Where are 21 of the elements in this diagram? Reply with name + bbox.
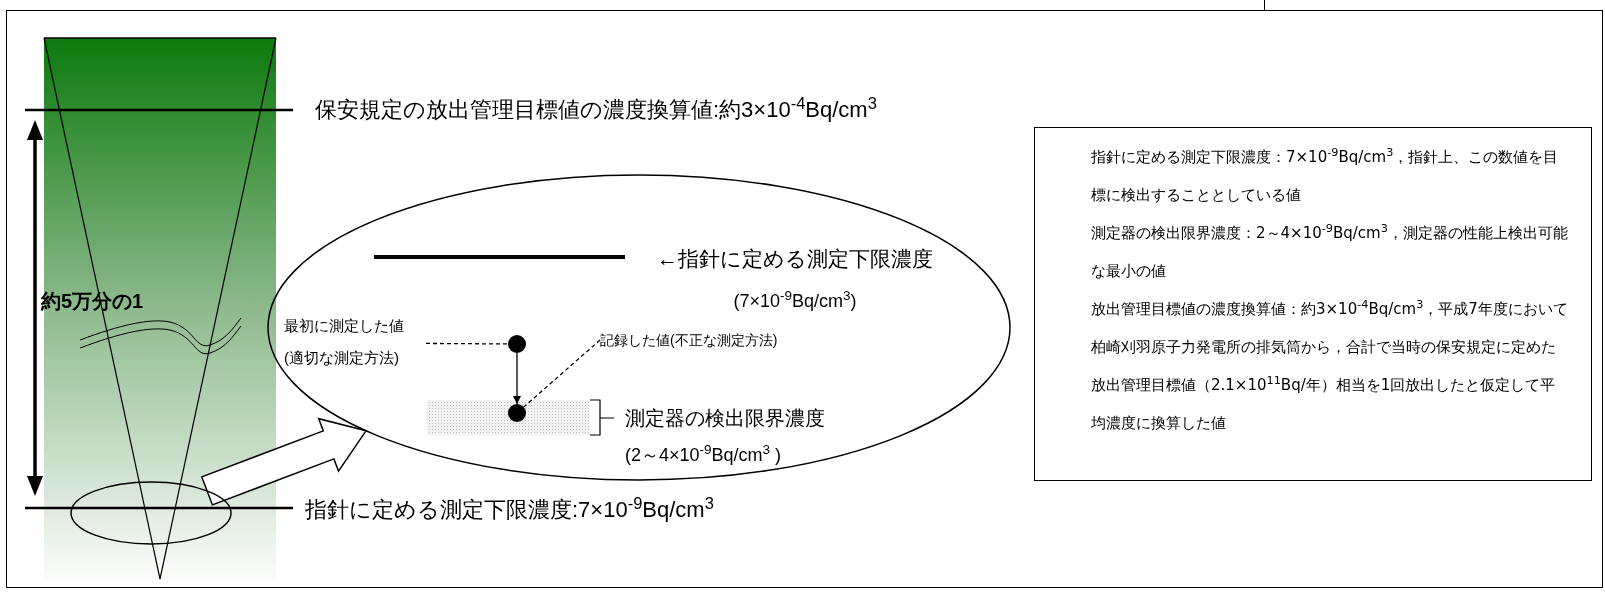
measurement-dot xyxy=(508,335,526,353)
dashed-leader-line xyxy=(425,342,509,345)
value-caption: (7×10$^{-9}$Bq/cm$^{3}$) xyxy=(732,288,858,313)
note-paragraph: 放出管理目標値の濃度換算値：約3×10$^{-4}$Bq/cm$^{3}$，平成7年度において柏崎刈羽原子力発電所の排気筒から，合計で当時の保安規定に定めた放出管理目標値（2.1×10$^{11}$Bq/年）相当を1回放出したと仮定して平均濃度に換算した値 xyxy=(1091,297,1569,434)
magnified-ellipse xyxy=(268,175,1010,480)
annotation-text: 最初に測定した値 xyxy=(284,316,405,336)
annotation-text: 記録した値(不正な測定方法) xyxy=(600,328,840,352)
measurement-dot xyxy=(508,404,526,422)
magnified-ellipse xyxy=(71,482,231,544)
note-box xyxy=(1034,127,1592,481)
value-caption: (2～4×10$^{-9}$Bq/cm$^{3}$ ) xyxy=(625,442,783,467)
note-paragraph: 測定器の検出限界濃度：2～4×10$^{-9}$Bq/cm$^{3}$，測定器の性能上検出可能な最小の値 xyxy=(1091,221,1569,282)
dashed-leader-line xyxy=(523,339,601,408)
annotation-text: (適切な測定方法) xyxy=(284,348,400,368)
arrow xyxy=(513,352,521,405)
block-arrow xyxy=(200,417,368,506)
range-caption: 測定器の検出限界濃度 xyxy=(625,406,826,431)
level-label: 指針に定める測定下限濃度:7×10$^{-9}$Bq/cm$^{3}$ xyxy=(305,493,714,524)
level-caption: ←指針に定める測定下限濃度 xyxy=(656,246,934,272)
note-paragraph: 指針に定める測定下限濃度：7×10$^{-9}$Bq/cm$^{3}$，指針上、この数値を目標に検出することとしている値 xyxy=(1091,145,1560,206)
level-label: 保安規定の放出管理目標値の濃度換算値:約3×10$^{-4}$Bq/cm$^{3}$ xyxy=(315,93,877,124)
